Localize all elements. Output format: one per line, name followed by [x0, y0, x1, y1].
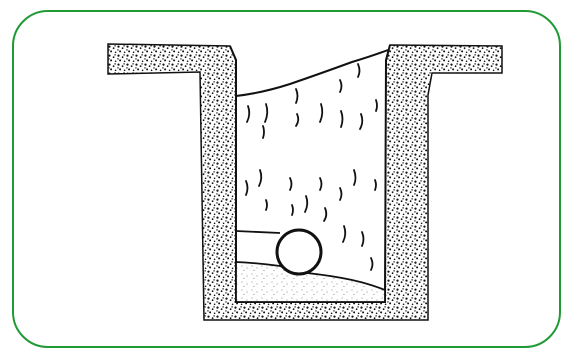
- pipe: [275, 228, 323, 276]
- backfill-surface: [235, 49, 389, 97]
- trench-diagram: [107, 43, 503, 321]
- pipe-side-line: [235, 230, 281, 234]
- backfill-hatching: [245, 63, 378, 271]
